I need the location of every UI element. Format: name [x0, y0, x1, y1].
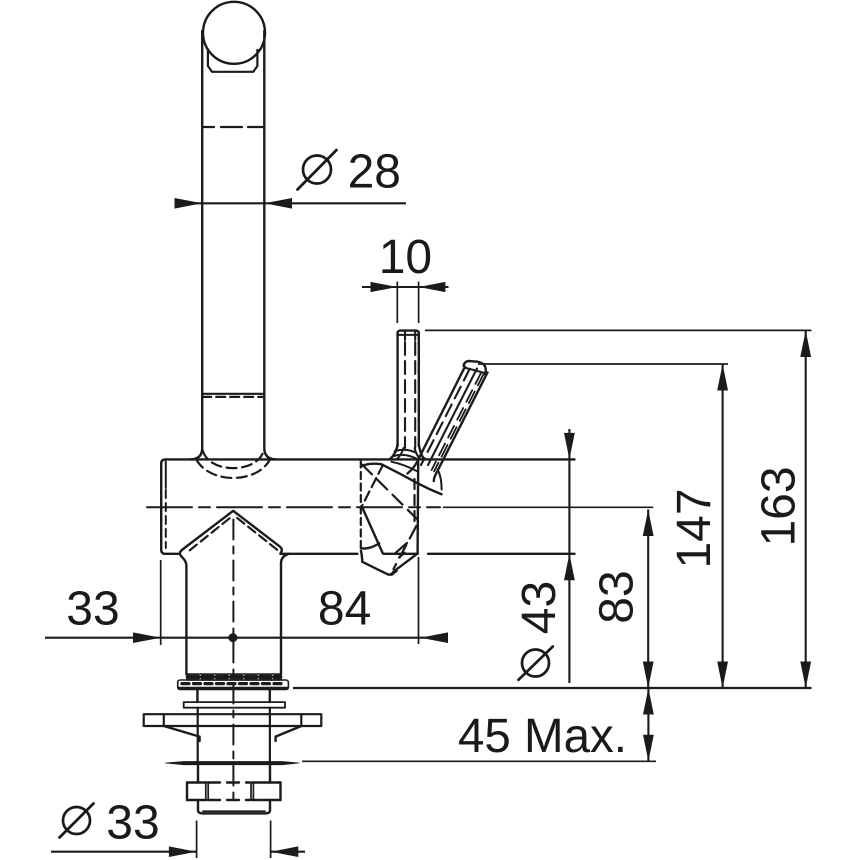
svg-text:10: 10: [379, 231, 432, 284]
svg-text:163: 163: [753, 466, 806, 546]
svg-text:147: 147: [668, 488, 721, 568]
svg-text:45 Max.: 45 Max.: [458, 710, 627, 763]
svg-text:43: 43: [513, 581, 566, 634]
svg-text:28: 28: [348, 146, 401, 199]
svg-text:83: 83: [591, 570, 644, 623]
svg-text:33: 33: [106, 797, 159, 850]
svg-text:33: 33: [66, 583, 119, 636]
svg-text:84: 84: [318, 583, 371, 636]
